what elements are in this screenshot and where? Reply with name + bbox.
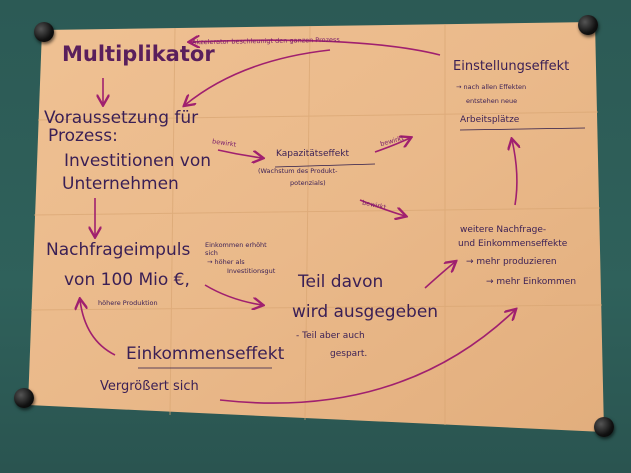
arrow-accelerator [190,40,441,56]
further-effects-line-4: → mehr Einkommen [486,277,577,287]
further-effects-line-1: weitere Nachfrage- [460,225,547,235]
investment-line-2: Unternehmen [62,174,179,194]
arrow-capacity-3 [359,199,405,216]
magnet-top-right [578,15,598,35]
capacity-note-2: potenzials) [290,179,326,187]
arrow-capacity-1 [217,149,262,158]
part-spent-line-2: wird ausgegeben [292,302,439,322]
arrow-income-up [80,300,116,356]
income-effect-label: Einkommenseffekt [126,344,285,364]
premise-line-2: Prozess: [48,126,118,146]
capacity-effect-label: Kapazitätseffekt [276,149,349,159]
part-spent-line-4: gespart. [330,349,368,359]
arrow-demand-right [204,284,262,305]
demand-impulse-line-2: von 100 Mio €, [64,270,190,290]
income-note-4: Investitionsgut [227,267,276,275]
income-note-3: → höher als [207,258,245,266]
arrow-further-up [512,140,517,206]
arrow-capacity-2 [374,138,410,153]
setting-effect-label: Einstellungseffekt [453,59,570,74]
arrow-to-premise [185,49,331,105]
setting-note-1: → nach allen Effekten [456,83,527,91]
part-spent-line-1: Teil davon [298,272,384,292]
income-note-1: Einkommen erhöht [205,241,267,249]
setting-note-2: entstehen neue [466,97,518,105]
further-effects-line-2: und Einkommenseffekte [458,239,568,249]
income-note-2: sich [205,249,218,257]
further-effects-line-3: → mehr produzieren [466,257,557,267]
magnet-top-left [34,22,54,42]
magnet-bottom-left [14,388,34,408]
capacity-note-1: (Wachstum des Produkt- [258,167,338,175]
part-spent-line-3: - Teil aber auch [296,331,365,341]
demand-impulse-line-3: höhere Produktion [98,299,158,307]
setting-note-3: Arbeitsplätze [460,115,520,125]
investment-line-1: Investitionen von [64,151,211,171]
arrow-grows [219,310,515,404]
magnet-bottom-right [594,417,614,437]
arrow-part-right [424,262,455,289]
premise-line-1: Voraussetzung für [44,108,199,128]
demand-impulse-line-1: Nachfrageimpuls [46,240,191,260]
poster-title: Multiplikator [62,42,215,66]
grows-label: Vergrößert sich [100,379,199,394]
